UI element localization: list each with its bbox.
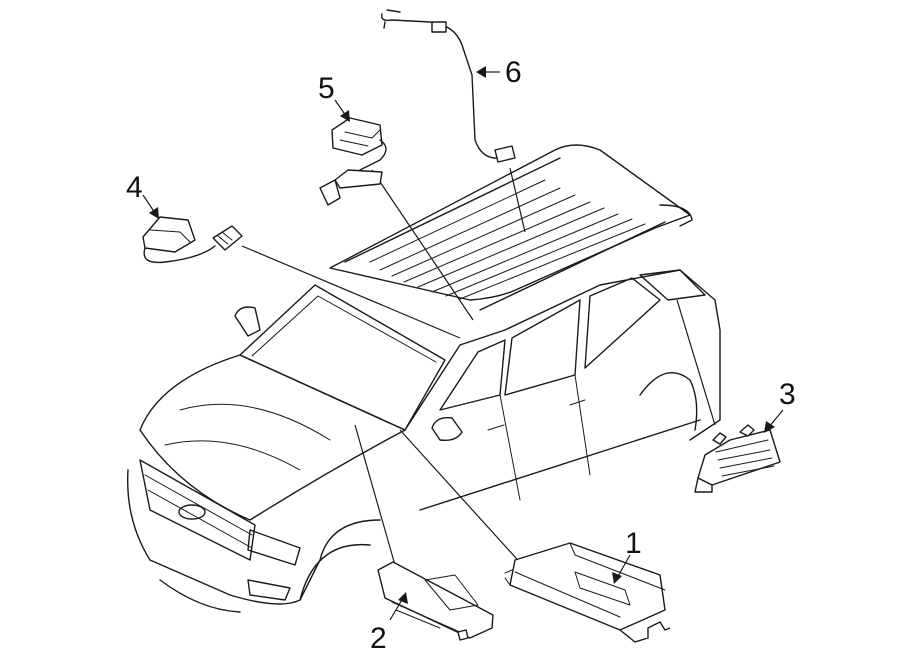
callout-1: 1 xyxy=(625,527,642,560)
callout-4: 4 xyxy=(126,171,143,204)
part-3-connector-module[interactable] xyxy=(694,424,781,493)
part-1-module[interactable] xyxy=(504,542,671,643)
part-2-bracket[interactable] xyxy=(377,561,494,641)
vehicle-illustration xyxy=(126,144,721,613)
part-6-cable[interactable] xyxy=(381,9,516,163)
part-5-module[interactable] xyxy=(319,117,387,206)
callout-3: 3 xyxy=(779,378,796,411)
callout-arrows xyxy=(142,66,784,621)
callout-6: 6 xyxy=(505,56,522,89)
part-4-sensor[interactable] xyxy=(142,216,243,264)
callout-labels: 1 2 3 4 5 6 xyxy=(126,56,796,655)
callout-5: 5 xyxy=(318,72,335,105)
leader-lines xyxy=(241,167,716,569)
callout-2: 2 xyxy=(370,622,387,655)
